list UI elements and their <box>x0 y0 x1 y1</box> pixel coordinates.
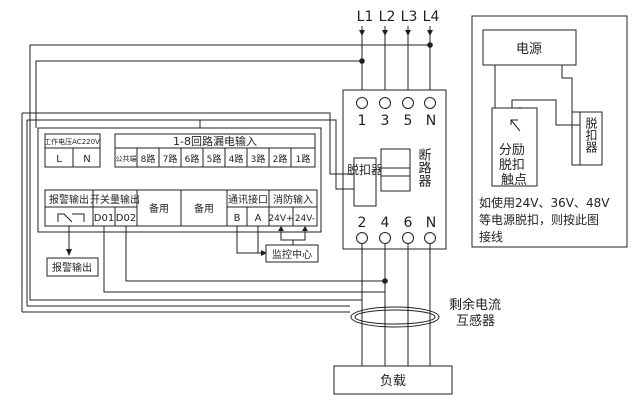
terminal-label: 3 <box>381 113 390 129</box>
comm-a-label: A <box>255 213 262 224</box>
arrow-icon <box>427 30 433 36</box>
phase-labels: L1 L2 L3 L4 <box>357 9 440 25</box>
breaker-handle-slot <box>380 167 411 177</box>
monitor-center-box <box>265 244 319 263</box>
leak-input-block <box>114 133 316 168</box>
leak-input-title: 1-8回路漏电输入 <box>173 134 257 148</box>
arrow-icon <box>302 226 308 231</box>
terminal-screw-icon <box>356 97 368 109</box>
arrow-icon <box>261 250 267 256</box>
leak-channel-label: 7路 <box>163 153 178 165</box>
power-l-label: L <box>56 154 62 165</box>
ct-ring-icon <box>350 306 440 328</box>
spare1-label: 备用 <box>149 202 169 215</box>
arrow-icon <box>359 30 365 36</box>
trip-contact-icon <box>510 119 521 132</box>
spare2-label: 备用 <box>194 202 214 215</box>
right-trip-box <box>579 111 603 166</box>
comm-b-label: B <box>234 213 241 224</box>
switch-out-title: 开关量输出 <box>90 193 140 206</box>
shunt-trip-box <box>491 107 538 187</box>
terminal-screw-icon <box>379 97 391 109</box>
leak-channel-label: 8路 <box>141 153 156 165</box>
terminal-label: 4 <box>381 215 390 231</box>
comm-title: 通讯接口 <box>228 193 268 206</box>
arrow-icon <box>382 30 388 36</box>
leak-channel-label: 1路 <box>296 153 311 165</box>
ct-ring-inner <box>354 309 436 325</box>
arrow-icon <box>278 226 284 231</box>
alarm-output-box <box>46 257 99 277</box>
terminal-screw-icon <box>402 97 414 109</box>
leak-channel-label: 5路 <box>207 153 222 165</box>
phase-l2-label: L2 <box>379 9 396 25</box>
monitor-center-label: 监控中心 <box>272 248 312 261</box>
fire-pos-label: 24V+ <box>268 214 293 224</box>
power-supply-label: 电源 <box>516 42 542 57</box>
shunt-trip-label: 分励 脱扣 触点 <box>499 143 529 188</box>
leak-channel-label: 6路 <box>185 153 200 165</box>
fire-title: 消防输入 <box>273 193 313 206</box>
right-trip-label: 脱扣器 <box>584 116 598 154</box>
d01-label: D01 <box>94 213 114 224</box>
terminal-label: N <box>426 215 436 231</box>
monitor-wires <box>21 44 430 313</box>
load-box <box>333 365 453 395</box>
phase-l4-label: L4 <box>423 9 440 25</box>
leak-input-cells: 公共端 8路 7路 6路 5路 4路 3路 2路 1路 <box>116 148 311 167</box>
leak-channel-label: 2路 <box>273 153 288 165</box>
power-n-label: N <box>83 154 90 165</box>
power-title: 工作电压AC220V <box>44 137 100 146</box>
breaker-trip-unit <box>353 157 377 207</box>
terminal-label: 6 <box>404 215 413 231</box>
phase-l1-label: L1 <box>357 9 374 25</box>
breaker-label: 断路器 <box>416 148 432 188</box>
terminal-label: 1 <box>358 113 367 129</box>
phase-l3-label: L3 <box>401 9 418 25</box>
alarm-out-title: 报警输出 <box>49 193 89 206</box>
breaker-top-terminals: 1 3 5 N <box>356 97 436 129</box>
terminal-label: 2 <box>358 215 367 231</box>
terminal-label: N <box>426 113 436 129</box>
d02-label: D02 <box>116 213 136 224</box>
breaker-bottom-terminals: 2 4 6 N <box>356 215 436 244</box>
breaker-trip-label: 脱扣器 <box>347 162 383 177</box>
ct-label: 剩余电流 互感器 <box>449 297 505 329</box>
terminal-label: 5 <box>404 113 413 129</box>
power-supply-box <box>482 29 577 66</box>
terminal-screw-icon <box>356 232 368 244</box>
leak-channel-label: 4路 <box>229 153 244 165</box>
relay-contact-icon <box>57 213 85 223</box>
alarm-output-label: 报警输出 <box>52 261 92 274</box>
load-wires <box>361 244 431 366</box>
arrow-icon <box>405 30 411 36</box>
fire-neg-label: 24V- <box>295 214 315 224</box>
terminal-screw-icon <box>424 232 436 244</box>
terminal-screw-icon <box>424 97 436 109</box>
arrow-icon <box>66 249 72 256</box>
load-label: 负载 <box>380 374 406 389</box>
terminal-screw-icon <box>402 232 414 244</box>
phase-incoming-wires <box>359 26 433 98</box>
panel-note: 如使用24V、36V、48V 等电源脱扣，则按此图 接线 <box>479 195 613 244</box>
terminal-screw-icon <box>379 232 391 244</box>
leak-common-label: 公共端 <box>116 154 137 163</box>
leak-channel-label: 3路 <box>251 153 266 165</box>
